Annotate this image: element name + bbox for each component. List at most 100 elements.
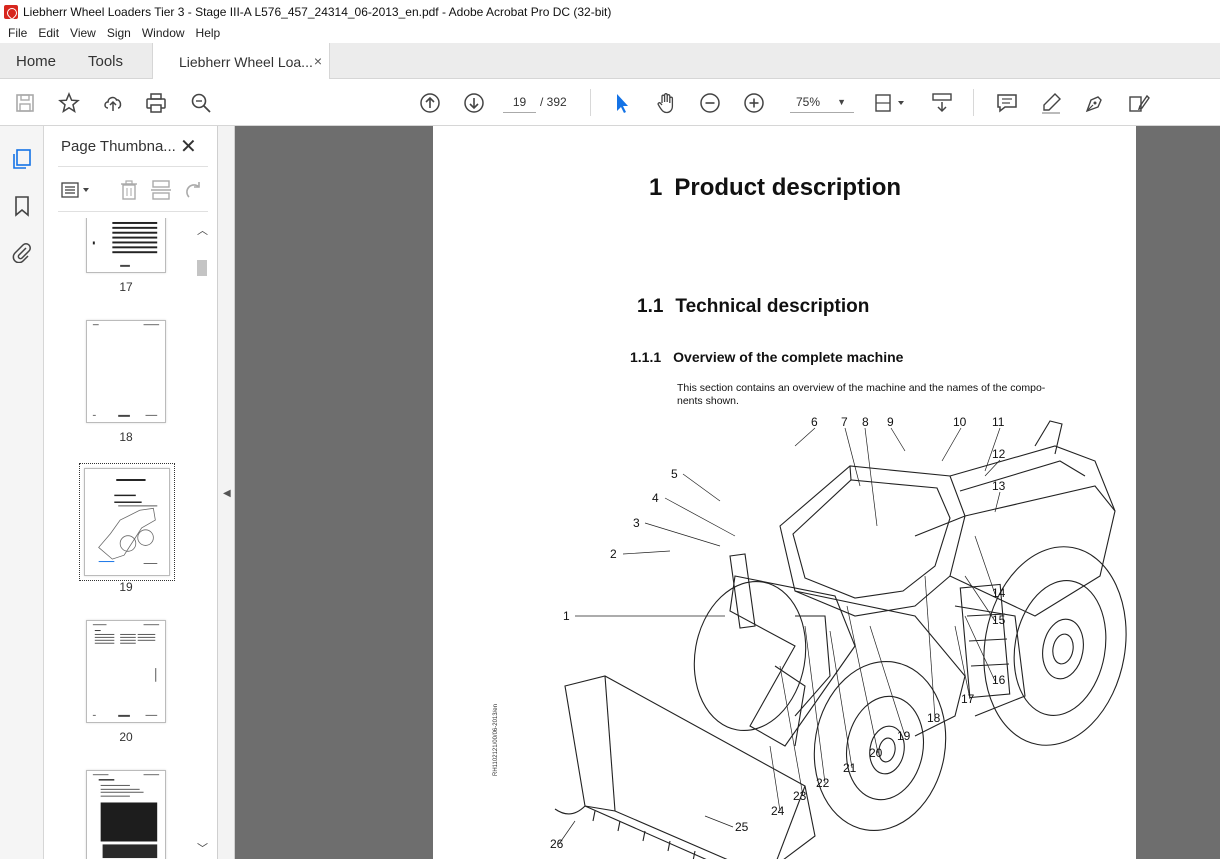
callout-12: 12 bbox=[992, 447, 1006, 461]
window-title: Liebherr Wheel Loaders Tier 3 - Stage II… bbox=[23, 4, 612, 19]
callout-6: 6 bbox=[811, 416, 818, 429]
page-total: / 392 bbox=[540, 95, 567, 109]
callout-20: 20 bbox=[869, 746, 883, 760]
callout-17: 17 bbox=[961, 692, 975, 706]
callout-leaders bbox=[558, 427, 1001, 845]
callout-3: 3 bbox=[633, 516, 640, 530]
callout-13: 13 bbox=[992, 479, 1006, 493]
thumbnail-page-19[interactable] bbox=[79, 463, 175, 581]
callout-22: 22 bbox=[816, 776, 830, 790]
machine-drawing bbox=[554, 420, 1127, 859]
menu-edit[interactable]: Edit bbox=[38, 26, 60, 40]
delete-page-icon[interactable] bbox=[118, 179, 140, 201]
menu-bar: File Edit View Sign Window Help bbox=[0, 23, 1220, 43]
rotate-page-icon[interactable] bbox=[182, 179, 204, 201]
callout-14: 14 bbox=[992, 586, 1006, 600]
comment-icon[interactable] bbox=[995, 91, 1019, 115]
page-fit-icon[interactable] bbox=[873, 91, 907, 115]
tab-close-icon[interactable]: × bbox=[313, 53, 322, 69]
chevron-up-icon[interactable]: ︿ bbox=[197, 225, 208, 237]
menu-view[interactable]: View bbox=[70, 26, 96, 40]
callout-25: 25 bbox=[735, 820, 749, 834]
callout-4: 4 bbox=[652, 491, 659, 505]
scroll-mode-icon[interactable] bbox=[930, 91, 954, 115]
thumbnail-toolbar bbox=[58, 166, 208, 212]
tab-document-label: Liebherr Wheel Loa... bbox=[179, 53, 313, 70]
thumbnail-label: 20 bbox=[119, 730, 133, 744]
insert-page-icon[interactable] bbox=[150, 179, 172, 201]
callout-15: 15 bbox=[992, 613, 1006, 627]
callout-7: 7 bbox=[841, 416, 848, 429]
print-icon[interactable] bbox=[144, 91, 168, 115]
hand-tool-icon[interactable] bbox=[654, 91, 678, 115]
callout-18: 18 bbox=[927, 711, 941, 725]
zoom-in-icon[interactable] bbox=[742, 91, 766, 115]
thumbnail-label: 17 bbox=[119, 280, 133, 294]
tab-bar: Home Tools Liebherr Wheel Loa... × bbox=[0, 43, 1220, 80]
callout-24: 24 bbox=[771, 804, 785, 818]
thumbnail-page-21[interactable] bbox=[86, 770, 166, 859]
thumbnail-page-17[interactable] bbox=[86, 218, 166, 273]
previous-page-icon[interactable] bbox=[418, 91, 442, 115]
thumbnail-label: 18 bbox=[119, 430, 133, 444]
callout-16: 16 bbox=[992, 673, 1006, 687]
tab-home[interactable]: Home bbox=[16, 52, 57, 70]
page-thumbnails-panel: Page Thumbna... ✕ 17 bbox=[44, 126, 218, 859]
scrollbar-thumb[interactable] bbox=[197, 260, 207, 276]
bookmark-star-icon[interactable] bbox=[57, 91, 81, 115]
panel-splitter[interactable]: ◀ bbox=[218, 126, 235, 859]
wheel-loader-illustration: 1 2 3 4 5 6 7 8 9 10 11 12 13 14 15 16 1… bbox=[550, 416, 1127, 859]
navigation-rail bbox=[0, 126, 44, 859]
menu-help[interactable]: Help bbox=[195, 26, 221, 40]
chevron-down-icon: ▼ bbox=[837, 97, 846, 107]
page-thumbnails-icon[interactable] bbox=[11, 148, 33, 170]
close-icon[interactable]: ✕ bbox=[180, 136, 197, 158]
sign-pen-icon[interactable] bbox=[1083, 91, 1107, 115]
menu-file[interactable]: File bbox=[8, 26, 28, 40]
thumbnail-scrollbar[interactable]: ︿ ﹀ bbox=[194, 218, 210, 859]
thumbnail-list: 17 18 19 bbox=[58, 218, 208, 859]
zoom-level-select[interactable]: 75% ▼ bbox=[790, 91, 854, 113]
edit-pdf-icon[interactable] bbox=[1127, 91, 1151, 115]
menu-sign[interactable]: Sign bbox=[106, 26, 131, 40]
highlight-pen-icon[interactable] bbox=[1039, 91, 1063, 115]
thumbnail-label: 19 bbox=[119, 580, 133, 594]
callout-19: 19 bbox=[897, 729, 911, 743]
chevron-down-icon[interactable]: ﹀ bbox=[197, 843, 208, 855]
select-cursor-icon[interactable] bbox=[610, 91, 634, 115]
toolbar-divider bbox=[973, 89, 974, 116]
callout-numbers: 1 2 3 4 5 6 7 8 9 10 11 12 13 14 15 16 1… bbox=[550, 416, 1006, 851]
upload-cloud-icon[interactable] bbox=[101, 91, 125, 115]
callout-10: 10 bbox=[953, 416, 967, 429]
toolbar-divider bbox=[590, 89, 591, 116]
save-icon[interactable] bbox=[13, 91, 37, 115]
callout-2: 2 bbox=[610, 547, 617, 561]
figure-code: RH1102121/00/06-2013/en bbox=[493, 704, 499, 776]
tab-document[interactable]: Liebherr Wheel Loa... × bbox=[152, 43, 330, 80]
callout-21: 21 bbox=[843, 761, 857, 775]
attachments-icon[interactable] bbox=[11, 241, 33, 264]
panel-title: Page Thumbna... bbox=[61, 138, 176, 155]
menu-window[interactable]: Window bbox=[141, 26, 185, 40]
thumbnail-options-icon[interactable] bbox=[60, 179, 94, 201]
callout-8: 8 bbox=[862, 416, 869, 429]
intro-paragraph: This section contains an overview of the… bbox=[677, 382, 1046, 407]
thumbnail-page-20[interactable] bbox=[86, 620, 166, 723]
tab-tools[interactable]: Tools bbox=[88, 52, 124, 70]
bookmarks-icon[interactable] bbox=[11, 195, 33, 217]
zoom-level-value: 75% bbox=[796, 94, 821, 109]
zoom-out-icon[interactable] bbox=[698, 91, 722, 115]
title-bar: Liebherr Wheel Loaders Tier 3 - Stage II… bbox=[0, 0, 1220, 23]
callout-9: 9 bbox=[887, 416, 894, 429]
search-zoom-icon[interactable] bbox=[189, 91, 213, 115]
next-page-icon[interactable] bbox=[462, 91, 486, 115]
page-number-input[interactable] bbox=[503, 91, 536, 113]
collapse-panel-icon[interactable]: ◀ bbox=[223, 488, 231, 499]
callout-5: 5 bbox=[671, 467, 678, 481]
thumbnail-page-18[interactable] bbox=[86, 320, 166, 423]
